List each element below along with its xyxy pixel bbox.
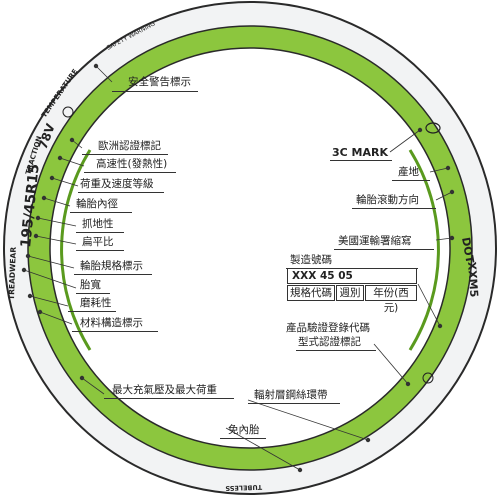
underline xyxy=(68,311,116,312)
underline xyxy=(296,350,376,351)
label-construction: 材料構造標示 xyxy=(80,317,143,329)
label-belt-ply: 輻射層鋼絲環帶 xyxy=(254,389,328,401)
underline xyxy=(72,331,158,332)
underline xyxy=(104,398,234,399)
sidewall-brand: TREADWEAR xyxy=(7,247,18,301)
rim-shade-left xyxy=(60,149,92,351)
sidewall-dot-code: XXM5 xyxy=(465,261,480,297)
label-tubeless: 免內胎 xyxy=(228,424,260,436)
underline xyxy=(70,212,132,213)
label-load-speed-index: 荷重及速度等級 xyxy=(80,178,154,190)
leader-lines xyxy=(21,63,455,473)
label-traction: 抓地性 xyxy=(82,218,114,230)
year-box: 年份(西元) xyxy=(365,285,417,314)
label-high-speed: 高速性(發熱性) xyxy=(96,158,168,170)
underline xyxy=(84,172,176,173)
label-max-pressure-load: 最大充氣壓及最大荷重 xyxy=(112,384,217,396)
underline xyxy=(82,154,168,155)
underline xyxy=(76,293,110,294)
underline xyxy=(78,192,164,193)
underline xyxy=(220,438,266,439)
label-type-approval: 型式認證標記 xyxy=(298,336,361,348)
underline xyxy=(330,160,392,161)
spec-code-box: 規格代碼 xyxy=(287,285,335,301)
label-aspect-ratio: 扁平比 xyxy=(82,236,114,248)
label-tire-width: 胎寬 xyxy=(80,279,101,291)
label-mfg-code: 製造號碼 xyxy=(290,254,332,266)
label-dot: 美國運輸署縮寫 xyxy=(338,235,412,247)
label-3c-mark: 3C MARK xyxy=(332,146,389,159)
label-registration: 產品驗證登錄代碼 xyxy=(286,322,370,334)
sidewall-tubeless: TUBELESS xyxy=(225,483,262,492)
label-safety-warning: 安全警告標示 xyxy=(128,76,191,88)
label-eu-approval: 歐洲認證標記 xyxy=(98,140,161,152)
tire-inner xyxy=(49,47,451,449)
underline xyxy=(76,232,124,233)
label-rolling-direction: 輪胎滾動方向 xyxy=(356,194,419,206)
code-value-box: XXX 45 05 xyxy=(287,268,417,284)
sidewall-dot: DOT xyxy=(459,236,476,264)
label-rim-diameter: 輪胎內徑 xyxy=(76,198,118,210)
underline xyxy=(352,208,436,209)
type-approval-emblem xyxy=(422,372,434,384)
eu-emblem xyxy=(62,106,74,118)
underline xyxy=(74,274,152,275)
underline xyxy=(334,249,434,250)
week-box: 週別 xyxy=(336,285,364,301)
rim-shade-right xyxy=(408,149,440,351)
underline xyxy=(392,180,430,181)
underline xyxy=(76,250,124,251)
label-wear: 磨耗性 xyxy=(80,297,112,309)
label-origin: 產地 xyxy=(398,166,419,178)
label-size-marking: 輪胎規格標示 xyxy=(80,260,143,272)
underline xyxy=(248,403,340,404)
underline xyxy=(112,91,198,92)
three-c-emblem xyxy=(425,122,441,134)
